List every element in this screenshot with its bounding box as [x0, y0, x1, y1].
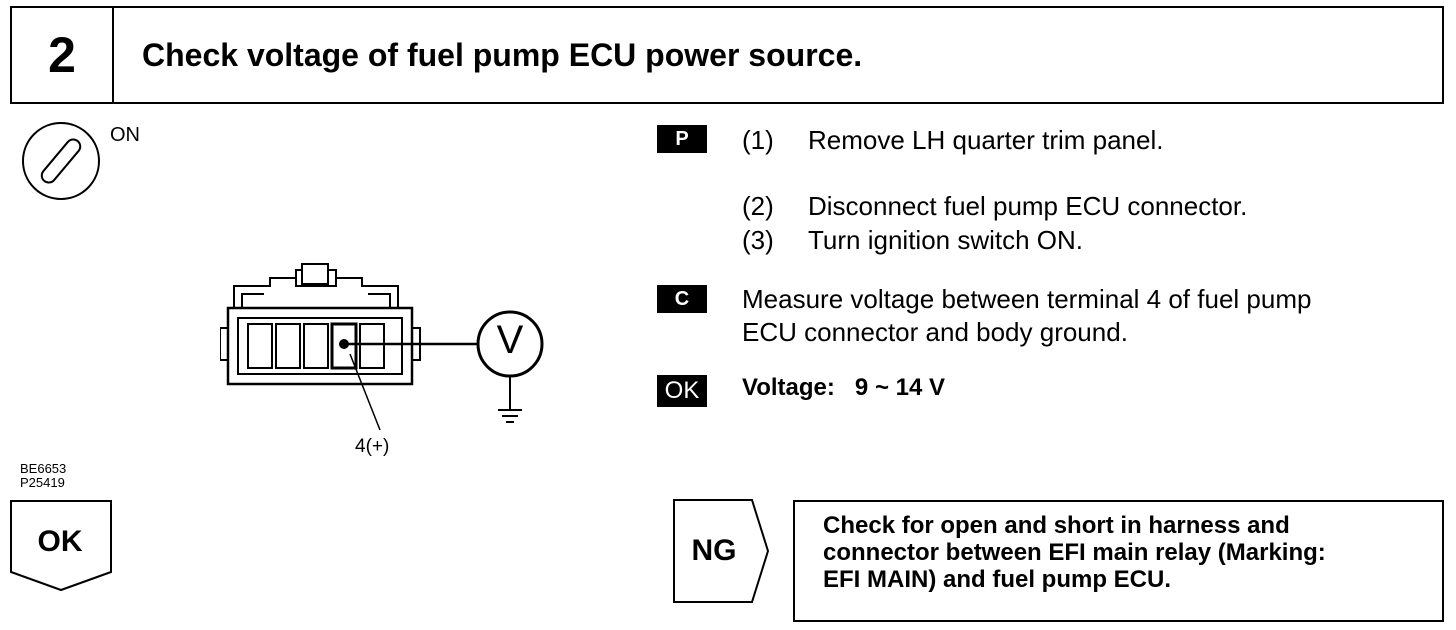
ng-result-shape: [673, 499, 770, 603]
voltmeter-symbol: V: [496, 318, 524, 362]
ng-action-line-3: EFI MAIN) and fuel pump ECU.: [823, 566, 1171, 593]
step-2: (2) Disconnect fuel pump ECU connector.: [742, 190, 1247, 222]
step-3: (3) Turn ignition switch ON.: [742, 224, 1083, 256]
connector-diagram: [220, 263, 544, 431]
measure-instruction: Measure voltage between terminal 4 of fu…: [742, 283, 1442, 349]
ng-action-line-1: Check for open and short in harness and: [823, 512, 1290, 539]
ng-action-line-2: connector between EFI main relay (Markin…: [823, 539, 1326, 566]
step-title: Check voltage of fuel pump ECU power sou…: [142, 36, 863, 73]
step-3-text: Turn ignition switch ON.: [808, 225, 1084, 255]
step-2-text: Disconnect fuel pump ECU connector.: [808, 191, 1248, 221]
step-2-number: (2): [742, 191, 774, 221]
ok-result-label: OK: [37, 525, 83, 558]
ok-result-shape: [10, 500, 112, 592]
figure-code-1: BE6653: [20, 461, 67, 476]
step-1-number: (1): [742, 125, 774, 155]
step-1-text: Remove LH quarter trim panel.: [808, 125, 1164, 155]
step-1: (1) Remove LH quarter trim panel.: [742, 124, 1163, 156]
ignition-on-label: ON: [110, 124, 140, 146]
voltage-spec-value: 9 ~ 14 V: [854, 374, 945, 401]
prep-badge: P: [657, 125, 707, 153]
ng-result-label: NG: [691, 534, 737, 567]
step-number: 2: [12, 8, 114, 102]
ok-badge: OK: [657, 375, 707, 407]
ground-icon: [498, 409, 522, 423]
measure-line-1: Measure voltage between terminal 4 of fu…: [742, 284, 1312, 314]
measure-line-2: ECU connector and body ground.: [742, 317, 1128, 347]
check-badge: C: [657, 285, 707, 313]
ng-action-text: Check for open and short in harness and …: [823, 512, 1326, 593]
ignition-key-icon: [22, 122, 100, 200]
terminal-label: 4(+): [355, 436, 390, 457]
figure-code-2: P25419: [20, 475, 65, 490]
ng-action-box: Check for open and short in harness and …: [793, 500, 1444, 622]
step-header: 2 Check voltage of fuel pump ECU power s…: [10, 6, 1444, 104]
voltage-spec-label: Voltage:: [742, 374, 835, 401]
voltage-spec: Voltage: 9 ~ 14 V: [742, 374, 945, 402]
step-3-number: (3): [742, 225, 774, 255]
